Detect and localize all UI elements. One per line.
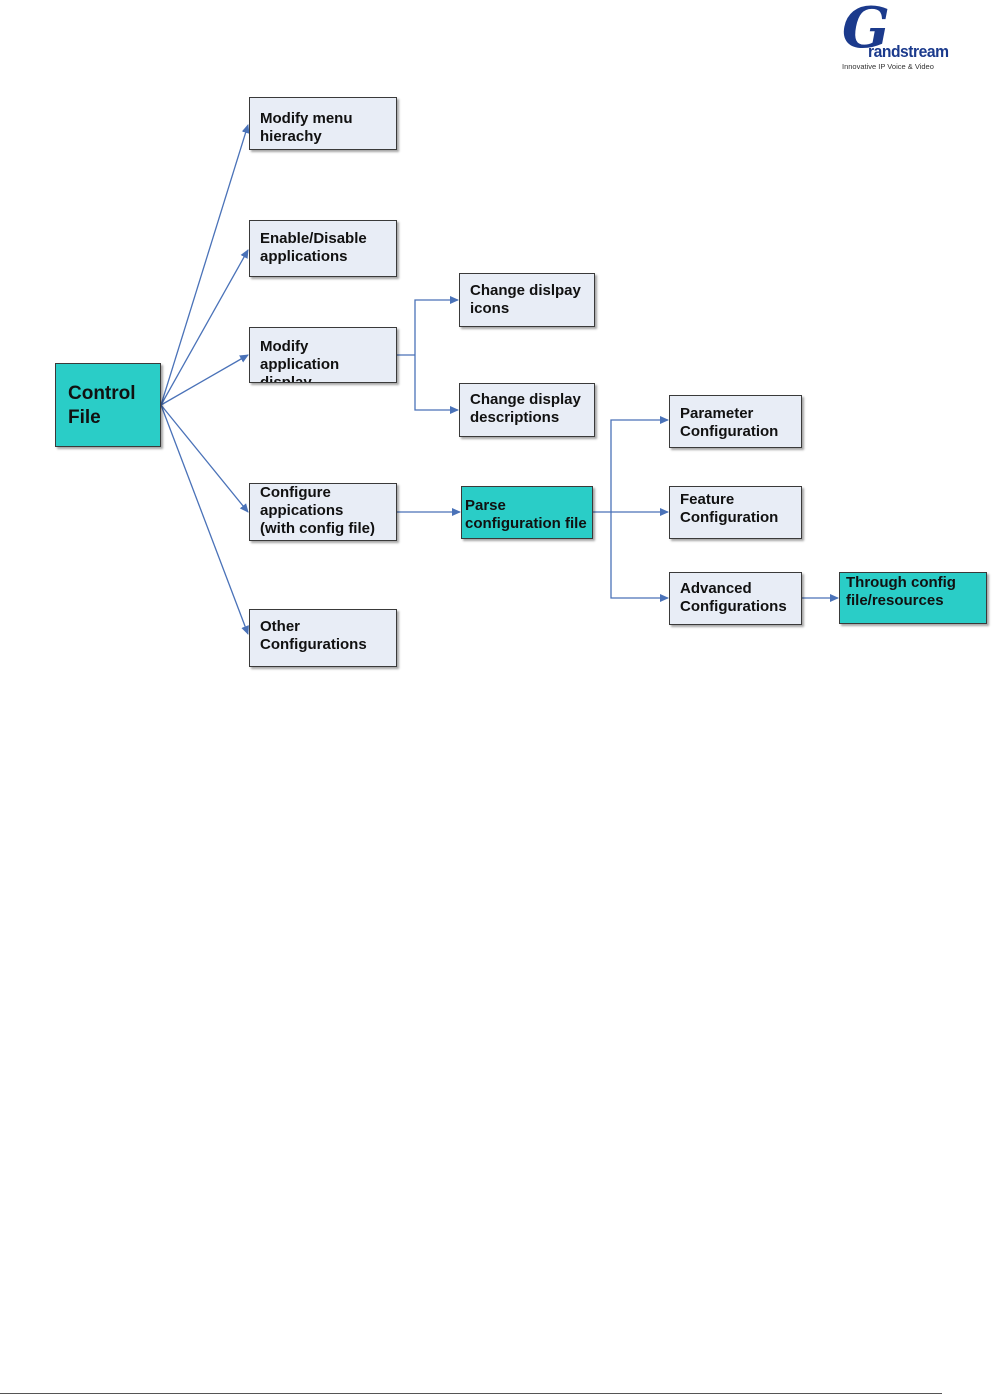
node-configure-apps: Configure appications (with config file) (249, 483, 397, 541)
diagram-connectors (160, 124, 839, 635)
node-control-file: Control File (55, 363, 161, 447)
edge-root-modify-display (160, 354, 249, 406)
node-change-desc: Change display descriptions (459, 383, 595, 437)
edge-root-enable-disable (160, 249, 249, 406)
edge-root-configure-apps (160, 404, 249, 513)
node-advanced: Advanced Configurations (669, 572, 802, 625)
logo-tagline: Innovative IP Voice & Video (842, 62, 934, 71)
node-modify-menu: Modify menu hierachy (249, 97, 397, 150)
node-parameter: Parameter Configuration (669, 395, 802, 448)
node-enable-disable: Enable/Disable applications (249, 220, 397, 277)
node-through: Through config file/resources (839, 572, 987, 624)
edge-root-modify-menu (160, 124, 250, 406)
node-parse: Parse configuration file (461, 486, 593, 539)
logo-wordmark: randstream (868, 42, 949, 61)
edge-parse-parameter (610, 416, 669, 512)
edge-display-desc (414, 355, 459, 414)
control-file-diagram: Control File Modify menu hierachy Enable… (55, 97, 987, 667)
footer-rule (0, 1393, 942, 1394)
edge-display-icons (414, 296, 459, 355)
node-feature: Feature Configuration (669, 486, 802, 539)
edge-parse-advanced (610, 512, 669, 602)
node-modify-display: Modify application display (249, 327, 397, 383)
grandstream-logo: G randstream Innovative IP Voice & Video (838, 0, 949, 72)
node-change-icons: Change dislpay icons (459, 273, 595, 327)
logo-initial: G (842, 0, 890, 61)
edge-root-other (160, 404, 249, 635)
node-other: Other Configurations (249, 609, 397, 667)
